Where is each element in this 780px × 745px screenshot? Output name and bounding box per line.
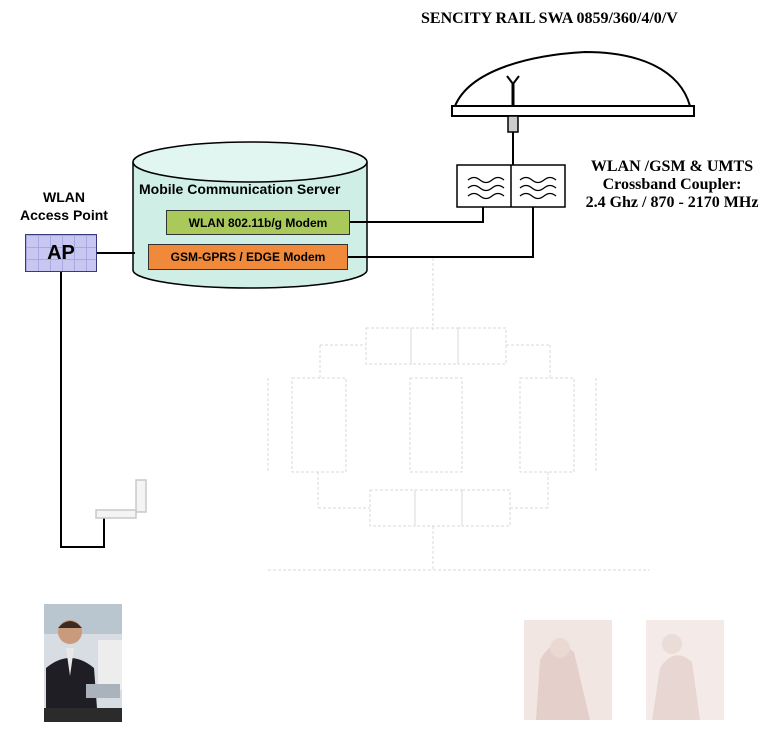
coupler-label: WLAN /GSM & UMTS Crossband Coupler: 2.4 …: [566, 158, 778, 212]
server-title: Mobile Communication Server: [139, 181, 341, 197]
antenna-icon: [451, 50, 695, 165]
wlan-modem: WLAN 802.11b/g Modem: [166, 210, 350, 235]
crossband-coupler-icon: [456, 164, 566, 208]
antenna-title: SENCITY RAIL SWA 0859/360/4/0/V: [421, 10, 678, 27]
access-point-label-line1: WLAN: [43, 189, 85, 205]
faded-passenger-photo-right: [646, 620, 724, 720]
gsm-modem: GSM-GPRS / EDGE Modem: [148, 244, 348, 270]
access-point-box-label: AP: [47, 241, 75, 264]
coupler-label-line2: Crossband Coupler:: [602, 176, 742, 193]
faded-passenger-photo-left: [524, 620, 612, 720]
passenger-photo: [44, 604, 122, 722]
access-point-label: WLAN Access Point: [14, 188, 114, 224]
coupler-label-line1: WLAN /GSM & UMTS: [590, 158, 754, 175]
access-point-box: AP: [25, 234, 97, 272]
connection-lines: [60, 207, 534, 548]
train-seat-layout: [267, 258, 650, 571]
access-point-label-line2: Access Point: [20, 207, 108, 223]
coupler-label-line3: 2.4 Ghz / 870 - 2170 MHz: [585, 194, 759, 211]
wall-socket-icon: [95, 479, 147, 519]
